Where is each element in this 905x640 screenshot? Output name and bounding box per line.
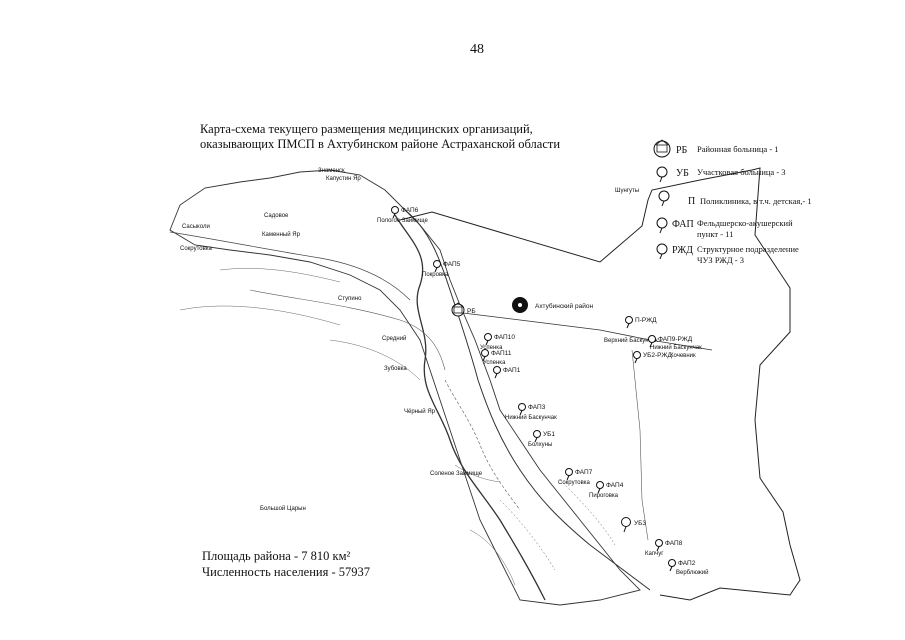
- facility-code: ФАП8: [665, 540, 683, 547]
- map-title: Карта-схема текущего размещения медицинс…: [200, 122, 560, 152]
- river-channel-5: [499, 479, 616, 571]
- facility-pin[interactable]: [648, 335, 656, 348]
- map-title-line-1: Карта-схема текущего размещения медицинс…: [200, 122, 533, 136]
- land-outline: [169, 169, 641, 606]
- map-legend: РБ Районная больница - 1 УБ Участковая б…: [653, 139, 812, 265]
- place-label: Большой Царын: [260, 505, 306, 512]
- facility-place: Верблюжий: [676, 569, 709, 576]
- legend-code: П: [688, 196, 695, 207]
- pin-icon: [658, 190, 670, 207]
- facility-pin[interactable]: [565, 468, 573, 481]
- facility-code: ФАП11: [491, 350, 512, 357]
- legend-text: Районная больница - 1: [697, 144, 779, 154]
- facility-code: ФАП6: [401, 207, 419, 214]
- railway-line: [454, 311, 713, 351]
- facility-markers: ФАП6 Пологое Займище ФАП5 Покровка ФАП10…: [377, 206, 709, 576]
- facility-code: ФАП9-РЖД: [658, 336, 693, 343]
- place-label: Зубовка: [384, 366, 407, 372]
- legend-text: ЧУЗ РЖД - 3: [697, 255, 744, 265]
- facility-pin[interactable]: [518, 403, 526, 416]
- legend-text: Поликлиника, в т.ч. детская,- 1: [700, 196, 812, 206]
- place-label: Сасыколи: [182, 224, 210, 230]
- legend-text: Фельдшерско-акушерский: [697, 218, 793, 228]
- district-name-label: Ахтубинский район: [535, 302, 593, 310]
- facility-place: Пологое Займище: [377, 217, 428, 224]
- legend-code: ФАП: [672, 219, 694, 230]
- place-label: Средний: [382, 335, 406, 342]
- place-label: Капустин Яр: [326, 176, 361, 182]
- facility-code: УБ1: [543, 431, 555, 438]
- facility-place: Капчуг: [645, 551, 664, 557]
- legend-text: Участковая больница - 3: [697, 167, 786, 177]
- facility-place: Покровка: [422, 272, 449, 278]
- place-label: Сокрутовка: [180, 246, 213, 252]
- railway-branch: [631, 349, 649, 541]
- map-footer: Площадь района - 7 810 км² Численность н…: [202, 548, 370, 580]
- river-channel-6: [454, 464, 516, 586]
- facility-code: ФАП5: [443, 261, 461, 268]
- facility-pin[interactable]: [633, 351, 641, 364]
- facility-place: Болхуны: [528, 442, 552, 448]
- legend-code: РЖД: [672, 245, 693, 256]
- district-population: Численность населения - 57937: [202, 565, 370, 579]
- facility-code: ФАП4: [606, 482, 624, 489]
- river-channel: [169, 231, 411, 301]
- district-centre-dot: [518, 303, 522, 307]
- river-akhtuba: [404, 209, 651, 591]
- facility-label: РБ: [467, 308, 476, 315]
- facility-pin[interactable]: [625, 316, 633, 329]
- hospital-building-icon[interactable]: [451, 302, 465, 317]
- facility-pin[interactable]: [493, 366, 501, 379]
- pin-icon: [656, 217, 668, 234]
- district-boundary: [399, 167, 801, 601]
- place-label: Шунгуты: [615, 188, 639, 194]
- river-channel-3: [444, 379, 521, 511]
- facility-code: ФАП10: [494, 334, 515, 341]
- pin-icon: [656, 243, 668, 260]
- facility-place: Сокрутовка: [558, 480, 591, 486]
- facility-pin[interactable]: [596, 481, 604, 494]
- place-label: Каменный Яр: [262, 231, 301, 238]
- facility-place: Нижний Баскунчак: [650, 344, 702, 351]
- facility-pin[interactable]: [484, 333, 492, 346]
- river-channel-2: [249, 289, 446, 371]
- facility-pin[interactable]: [621, 517, 631, 533]
- facility-code: П-РЖД: [635, 317, 657, 324]
- facility-pin[interactable]: [533, 430, 541, 443]
- facility-pin[interactable]: [433, 260, 441, 273]
- facility-code: ФАП1: [503, 367, 521, 374]
- district-area: Площадь района - 7 810 км²: [202, 549, 351, 563]
- hospital-building-icon: [653, 139, 671, 158]
- legend-text: пункт - 11: [697, 229, 733, 239]
- place-label: Чёрный Яр: [404, 408, 436, 415]
- facility-pin[interactable]: [668, 559, 676, 572]
- facility-place: Кочевник: [670, 353, 696, 359]
- facility-place: Успенка: [480, 345, 503, 351]
- river-channel-4: [179, 268, 421, 381]
- facility-place: Нижний Баскунчак: [505, 414, 557, 421]
- facility-code: ФАП3: [528, 404, 546, 411]
- facility-code: ФАП7: [575, 469, 593, 476]
- facility-place: Пироговка: [589, 493, 619, 499]
- facility-code: ФАП2: [678, 560, 696, 567]
- river-volga: [394, 214, 546, 601]
- page-number: 48: [470, 42, 484, 57]
- facility-place: Верхний Баскунчак: [604, 337, 658, 344]
- facility-place: Успенка: [483, 360, 506, 366]
- legend-code: УБ: [676, 168, 689, 179]
- pin-icon: [656, 166, 668, 183]
- facility-pin[interactable]: [391, 206, 399, 219]
- legend-text: Структурное подразделение: [697, 244, 799, 254]
- place-label: Ступино: [338, 296, 362, 302]
- map-title-line-2: оказывающих ПМСП в Ахтубинском районе Ас…: [200, 137, 561, 151]
- place-label: Соленое Займище: [430, 470, 483, 477]
- facility-pin[interactable]: [481, 349, 489, 362]
- place-label: Знаменск: [318, 168, 345, 174]
- legend-code: РБ: [676, 145, 688, 156]
- facility-code: УБ2-РЖД: [643, 352, 672, 359]
- place-label: Садовое: [264, 213, 289, 219]
- facility-pin[interactable]: [655, 539, 663, 552]
- facility-code: УБ3: [634, 520, 646, 527]
